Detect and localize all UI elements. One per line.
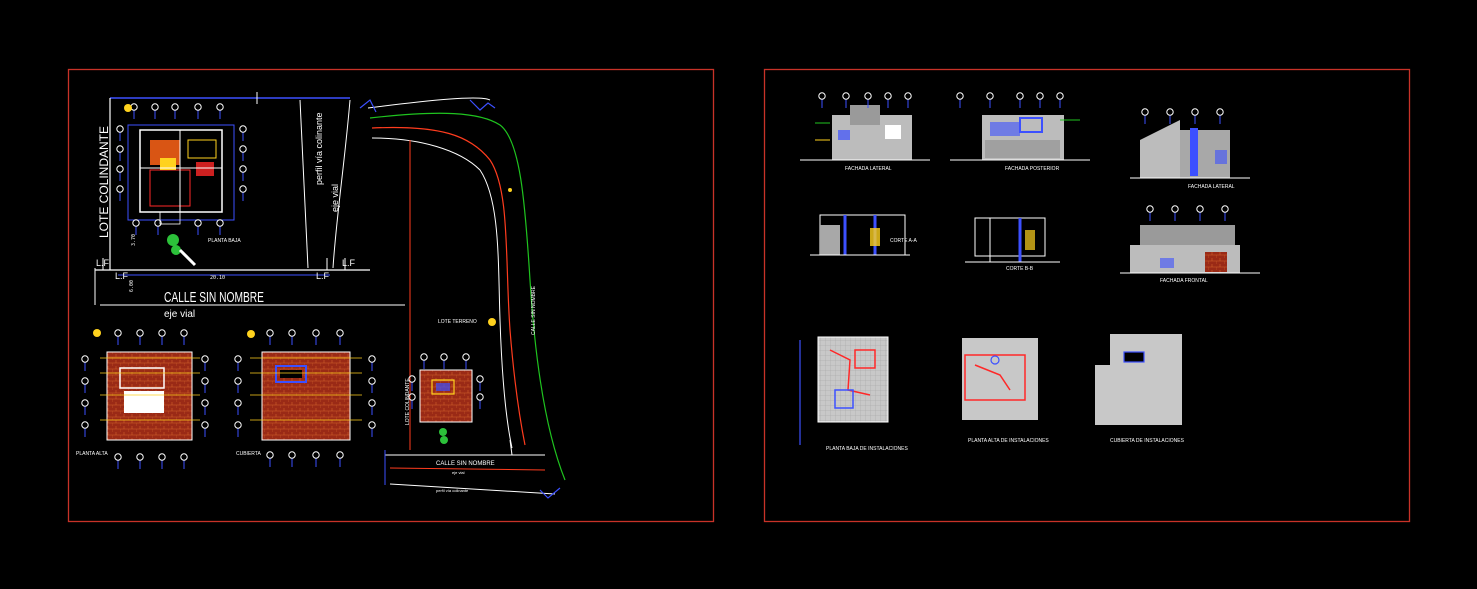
perfil-via-label: perfil vía colinante xyxy=(314,112,324,185)
street-name-label: CALLE SIN NOMBRE xyxy=(164,289,264,306)
installation-plan-3 xyxy=(1095,334,1182,425)
dim-width: 20.10 xyxy=(210,275,225,281)
inst-2-title: PLANTA ALTA DE INSTALACIONES xyxy=(968,438,1049,444)
perfil-small-label: perfil vía colinante xyxy=(436,488,469,493)
lf-label-3: L.F xyxy=(316,271,330,281)
section-1 xyxy=(810,214,910,256)
sheet-right-frame xyxy=(763,68,1411,523)
lf-label-4: L.F xyxy=(342,258,356,268)
small-lot-plan xyxy=(408,318,496,444)
sheet-left-frame xyxy=(67,68,715,523)
calle-small-label: CALLE SIN NOMBRE xyxy=(436,461,495,467)
sheet-left: LOTE COLINDANTE CALLE SIN NOMBRE eje via… xyxy=(67,68,715,523)
dim-side: 3.70 xyxy=(131,234,137,246)
cubierta-title: CUBIERTA xyxy=(236,451,261,457)
road-curves xyxy=(359,97,566,499)
lote-vertical-label: LOTE COLINDANTE xyxy=(405,378,411,425)
elevation-3 xyxy=(1130,108,1250,179)
section-2 xyxy=(965,217,1060,263)
sheet-right: FACHADA LATERAL FACHADA POSTERIOR FACHAD… xyxy=(763,68,1411,523)
lote-colindante-label: LOTE COLINDANTE xyxy=(97,126,111,238)
fachada-1-title: FACHADA LATERAL xyxy=(845,166,892,172)
elevation-1 xyxy=(800,92,930,161)
dim-front: 6.00 xyxy=(129,280,135,292)
site-plan-title: PLANTA BAJA xyxy=(208,238,241,244)
planta-alta-title: PLANTA ALTA xyxy=(76,451,108,457)
floor-plan-high xyxy=(234,329,376,468)
corte-2-title: CORTE B-B xyxy=(1006,266,1034,272)
eje-vial-label: eje vial xyxy=(164,309,195,320)
lote-terreno-label: LOTE TERRENO xyxy=(438,319,477,325)
lf-label-2: L.F xyxy=(115,271,129,281)
inst-3-title: CUBIERTA DE INSTALACIONES xyxy=(1110,438,1185,444)
corte-1-title: CORTE A-A xyxy=(890,238,918,244)
installation-plan-2 xyxy=(962,338,1038,420)
inst-1-title: PLANTA BAJA DE INSTALACIONES xyxy=(826,446,908,452)
installation-plan-1 xyxy=(799,336,889,445)
eje-small-label: eje vial xyxy=(452,470,465,475)
elevation-2 xyxy=(950,92,1090,161)
lf-label-1: L.F xyxy=(96,258,110,268)
site-plan-house xyxy=(116,103,247,267)
elevation-front xyxy=(1120,205,1260,274)
eje-vial-vertical-label: eje vial xyxy=(330,184,340,212)
fachada-3-title: FACHADA LATERAL xyxy=(1188,184,1235,190)
floor-plan-low xyxy=(81,329,209,470)
calle-vertical-label: CALLE SIN NOMBRE xyxy=(531,285,537,335)
fachada-2-title: FACHADA POSTERIOR xyxy=(1005,166,1060,172)
fachada-frontal-title: FACHADA FRONTAL xyxy=(1160,278,1208,284)
lot-boundary xyxy=(94,92,405,306)
